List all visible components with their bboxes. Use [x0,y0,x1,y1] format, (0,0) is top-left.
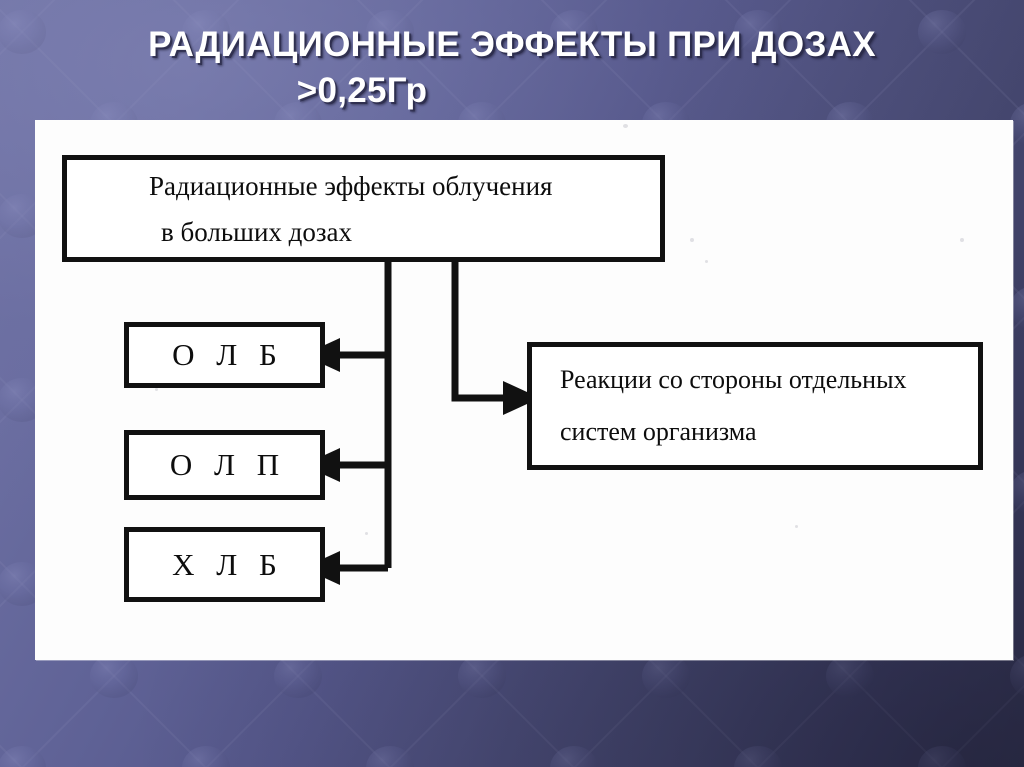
node-top-line-2: в больших дозах [161,216,353,247]
flow-diagram: Радиационные эффекты облучения в больших… [35,120,1013,660]
node-olp[interactable]: О Л П [124,430,325,500]
scan-speck [623,124,628,128]
scan-speck [690,238,694,242]
connector-right-trunk [451,262,503,402]
scan-speck [960,238,964,242]
node-right-line-1: Реакции со стороны отдельных [560,365,907,394]
scan-speck [155,388,158,391]
node-body-system-reactions[interactable]: Реакции со стороны отдельных систем орга… [527,342,983,470]
node-right-line-2: систем организма [560,417,757,446]
node-hlb-label: Х Л Б [172,546,284,582]
node-olb-label: О Л Б [172,337,284,372]
node-radiation-effects-high-dose[interactable]: Радиационные эффекты облучения в больших… [62,155,665,262]
node-top-line-1: Радиационные эффекты облучения [149,170,553,201]
scan-speck [705,260,708,263]
scan-speck [365,532,368,535]
node-hlb[interactable]: Х Л Б [124,527,325,602]
content-panel: Радиационные эффекты облучения в больших… [35,120,1013,660]
scan-speck [795,525,798,528]
node-olp-label: О Л П [169,447,287,482]
node-olb[interactable]: О Л Б [124,322,325,388]
